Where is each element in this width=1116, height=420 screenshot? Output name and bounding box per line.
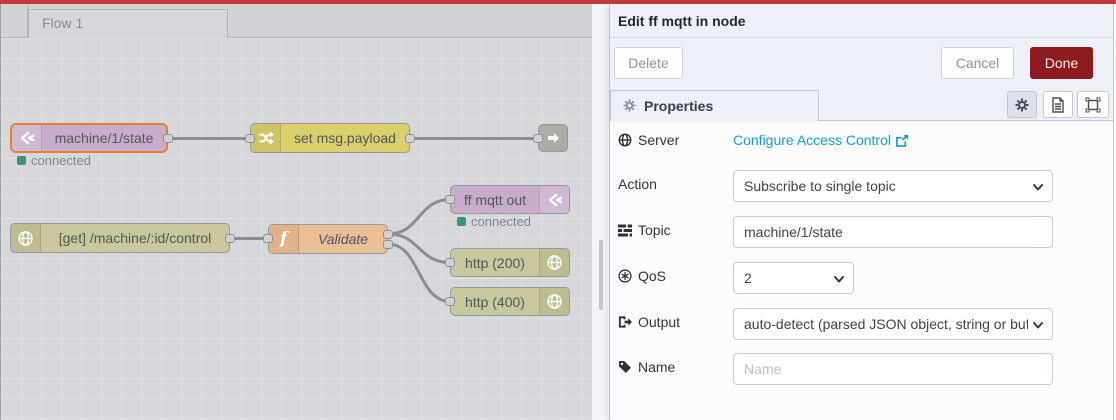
output-port[interactable]	[225, 234, 235, 243]
flow-layer: machine/1/state connected set msg.payloa…	[10, 123, 570, 316]
node-function[interactable]: f Validate	[268, 224, 388, 254]
qos-select-value: 2	[744, 270, 752, 286]
node-label: ff mqtt out	[464, 191, 526, 208]
window-right-edge	[1113, 4, 1116, 420]
server-label: Server	[618, 132, 679, 148]
action-label-text: Action	[618, 176, 657, 192]
output-port[interactable]	[163, 134, 173, 143]
topic-label-text: Topic	[638, 222, 671, 238]
mqtt-node-icon	[539, 186, 569, 213]
tab-properties-label: Properties	[644, 97, 714, 114]
chevron-down-icon	[1032, 181, 1044, 193]
node-label: [get] /machine/:id/control	[58, 230, 212, 246]
server-label-text: Server	[638, 132, 680, 148]
output-label: Output	[618, 314, 680, 330]
http-node-icon	[11, 224, 41, 252]
name-icon	[618, 360, 632, 374]
server-icon	[618, 133, 632, 147]
node-debug[interactable]	[538, 124, 568, 152]
appearance-tab-button[interactable]	[1077, 91, 1109, 118]
workspace-scrollbar-thumb[interactable]	[599, 240, 603, 310]
http-node-icon	[539, 249, 569, 276]
configure-access-control-link[interactable]: Configure Access Control	[733, 132, 909, 148]
node-label: http (400)	[465, 293, 525, 310]
name-label: Name	[618, 359, 675, 375]
status-dot-icon	[17, 156, 26, 165]
tab-flow-1[interactable]: Flow 1	[28, 9, 228, 38]
description-tab-button[interactable]	[1043, 91, 1073, 118]
status-text: connected	[471, 214, 531, 229]
properties-tab-button[interactable]	[1007, 91, 1037, 118]
tray-title: Edit ff mqtt in node	[610, 4, 1113, 38]
output-select[interactable]: auto-detect (parsed JSON object, string …	[733, 308, 1053, 340]
input-port[interactable]	[245, 134, 255, 143]
output-port-2[interactable]	[383, 239, 393, 249]
node-mqtt-out[interactable]: ff mqtt out	[450, 185, 570, 214]
done-button[interactable]: Done	[1030, 47, 1093, 79]
qos-label: QoS	[618, 268, 666, 284]
topic-icon	[618, 224, 632, 237]
output-icon	[618, 315, 632, 329]
workspace-scrollbar	[592, 4, 609, 420]
chevron-down-icon	[1032, 319, 1044, 331]
node-http-in[interactable]: [get] /machine/:id/control	[10, 223, 230, 253]
node-status: connected	[17, 153, 91, 168]
workspace-tab-stub	[1, 4, 28, 37]
output-select-value: auto-detect (parsed JSON object, string …	[744, 316, 1028, 332]
tray-tabbar: Properties	[610, 90, 1113, 121]
input-port[interactable]	[445, 297, 455, 306]
workspace-tabbar: Flow 1	[1, 4, 592, 38]
node-change[interactable]: set msg.payload	[250, 123, 410, 153]
action-select[interactable]: Subscribe to single topic	[733, 170, 1053, 202]
output-port-1[interactable]	[383, 229, 393, 239]
delete-button[interactable]: Delete	[614, 47, 683, 79]
node-status: connected	[457, 214, 531, 229]
tab-properties[interactable]: Properties	[610, 90, 819, 121]
top-accent-bar	[0, 0, 1116, 4]
topic-input[interactable]	[733, 216, 1053, 248]
change-node-icon	[251, 124, 281, 152]
function-node-icon: f	[269, 225, 299, 253]
status-text: connected	[31, 153, 91, 168]
node-label: Validate	[317, 231, 369, 247]
mqtt-node-icon	[12, 125, 42, 151]
qos-icon	[618, 269, 632, 283]
cancel-button[interactable]: Cancel	[941, 47, 1014, 79]
debug-node-icon	[544, 129, 562, 147]
edit-tray: Edit ff mqtt in node Delete Cancel Done …	[609, 4, 1113, 420]
node-label: http (200)	[465, 254, 525, 271]
input-port[interactable]	[445, 258, 455, 267]
wires	[166, 137, 540, 303]
node-label: set msg.payload	[294, 130, 396, 146]
external-link-icon	[896, 134, 909, 147]
node-http-response-200[interactable]: http (200)	[450, 248, 570, 277]
input-port[interactable]	[533, 134, 543, 143]
status-dot-icon	[457, 217, 466, 226]
chevron-down-icon	[833, 273, 845, 285]
action-select-value: Subscribe to single topic	[744, 178, 896, 194]
action-label: Action	[618, 176, 657, 192]
qos-select[interactable]: 2	[733, 262, 854, 294]
qos-label-text: QoS	[638, 268, 667, 284]
name-label-text: Name	[638, 359, 676, 375]
tray-form: Server Configure Access Control Action S…	[610, 122, 1113, 420]
topic-label: Topic	[618, 222, 671, 238]
output-port[interactable]	[405, 134, 415, 143]
node-mqtt-in[interactable]: machine/1/state	[10, 123, 168, 153]
output-label-text: Output	[638, 314, 681, 330]
name-input[interactable]	[733, 353, 1053, 385]
gear-icon	[623, 99, 636, 112]
http-node-icon	[539, 288, 569, 315]
node-label: machine/1/state	[54, 130, 154, 146]
node-http-response-400[interactable]: http (400)	[450, 287, 570, 316]
link-text: Configure Access Control	[733, 132, 891, 148]
input-port[interactable]	[445, 195, 455, 204]
input-port[interactable]	[263, 234, 273, 243]
